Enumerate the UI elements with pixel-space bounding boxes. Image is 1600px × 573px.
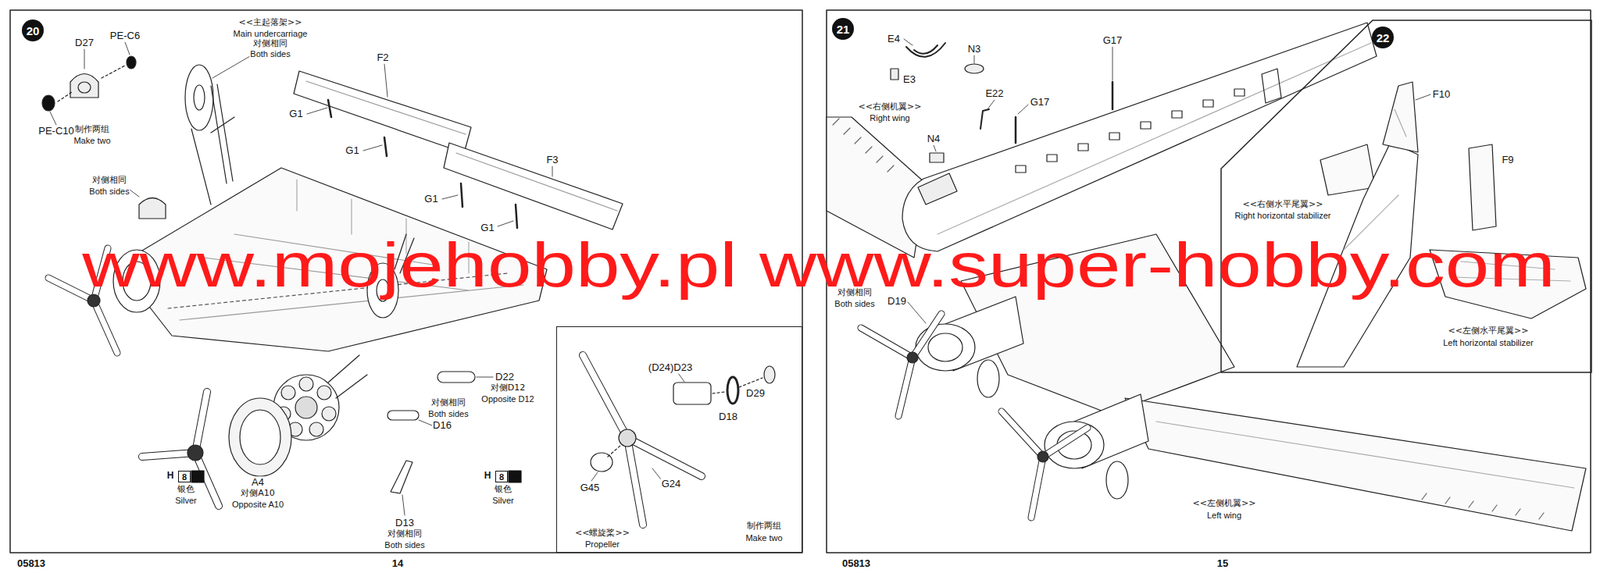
step-number: 22 <box>1376 31 1390 45</box>
part-number: N3 <box>967 43 983 56</box>
note-chinese: <<左侧机翼>> <box>1192 499 1258 510</box>
note-english: Right horizontal stabilizer <box>1234 210 1333 222</box>
note-chinese: 对侧相同 <box>91 175 128 186</box>
note-chinese: 银色 <box>493 485 513 496</box>
note-english: Left horizontal stabilizer <box>1442 338 1535 349</box>
note-english: Make two <box>744 533 783 544</box>
note-chinese: <<螺旋桨>> <box>574 528 631 540</box>
page-number: 15 <box>1216 558 1229 571</box>
note-chinese: 银色 <box>176 485 196 496</box>
note-english: Main undercarriage <box>232 28 309 40</box>
part-number: G17 <box>1102 35 1124 47</box>
part-number: F10 <box>1432 89 1451 101</box>
note-chinese: 对侧相同 <box>430 398 467 409</box>
part-number: E3 <box>902 74 917 86</box>
part-number: F3 <box>545 154 559 167</box>
note-english: Make two <box>72 135 111 147</box>
part-number: G1 <box>423 193 439 206</box>
paint-chip: 8 <box>178 471 191 483</box>
note-chinese: 对侧A10 <box>239 489 276 500</box>
part-number: G1 <box>344 145 360 158</box>
note-english: Both sides <box>833 299 875 310</box>
note-english: Silver <box>174 496 198 507</box>
part-number: D13 <box>394 517 415 530</box>
step-badge: 22 <box>1371 26 1394 49</box>
page-number: 14 <box>391 558 404 571</box>
step-number: 21 <box>836 22 850 36</box>
part-number: A4 <box>250 477 265 490</box>
note-chinese: <<右侧机翼>> <box>857 102 923 113</box>
part-number: PE-C6 <box>109 30 141 43</box>
step-badge: 20 <box>21 19 44 42</box>
part-number: N4 <box>926 133 942 146</box>
part-number: F2 <box>375 52 390 65</box>
note-chinese: <<主起落架>> <box>238 17 304 29</box>
step-badge: 21 <box>832 17 854 40</box>
note-english: Both sides <box>383 540 425 551</box>
note-english: Left wing <box>1206 510 1243 522</box>
note-chinese: <<右侧水平尾翼>> <box>1242 200 1325 211</box>
note-english: Opposite A10 <box>231 500 285 511</box>
note-english: Propeller <box>584 539 621 550</box>
paint-number: 8 <box>499 472 504 483</box>
note-english: Both sides <box>249 49 291 60</box>
note-english: Right wing <box>868 113 911 124</box>
part-number: F9 <box>1500 154 1515 167</box>
note-chinese: 对侧D12 <box>489 383 526 394</box>
note-chinese: 对侧相同 <box>386 529 423 540</box>
step-number: 20 <box>26 24 40 38</box>
note-english: Silver <box>491 496 515 507</box>
note-chinese: 制作两组 <box>746 521 783 533</box>
inset-outline-shape <box>1221 20 1592 373</box>
part-number: G45 <box>579 482 601 495</box>
watermark: www.mojehobby.pl www.super-hobby.com <box>81 234 1557 297</box>
note-english: Both sides <box>88 186 130 197</box>
note-chinese: 制作两组 <box>74 125 111 136</box>
paint-code: H <box>166 471 175 483</box>
part-number: E4 <box>886 33 901 46</box>
part-number: D29 <box>745 388 766 400</box>
part-number: E22 <box>984 88 1004 100</box>
paint-code: H <box>483 471 493 483</box>
paint-chip: 8 <box>495 471 508 483</box>
part-number: D16 <box>432 420 453 433</box>
part-number: D22 <box>494 371 515 384</box>
page-number: 05813 <box>16 558 47 571</box>
inset-panel: F10F9 <<右侧水平尾翼>>Right horizontal stabiliz… <box>1221 20 1592 373</box>
note-english: Opposite D12 <box>480 394 535 405</box>
inset-panel: (D24)D23D29D18G45 G24 <<螺旋桨>>Propeller 制作两组… <box>556 326 803 554</box>
inset-outline <box>1221 20 1592 373</box>
part-number: G24 <box>660 478 683 491</box>
part-number: PE-C10 <box>37 125 75 138</box>
part-number: D19 <box>886 296 908 308</box>
note-english: Both sides <box>427 409 469 420</box>
note-chinese: 对侧相同 <box>252 39 289 50</box>
part-number: G1 <box>479 222 495 235</box>
note-chinese: <<左侧水平尾翼>> <box>1447 326 1530 337</box>
part-number: G17 <box>1029 96 1051 109</box>
page-number: 05813 <box>841 558 872 571</box>
part-number: D27 <box>74 37 95 50</box>
part-number: D18 <box>717 411 739 424</box>
part-number: G1 <box>288 108 304 121</box>
part-number: (D24)D23 <box>647 362 693 375</box>
paint-number: 8 <box>182 472 187 483</box>
